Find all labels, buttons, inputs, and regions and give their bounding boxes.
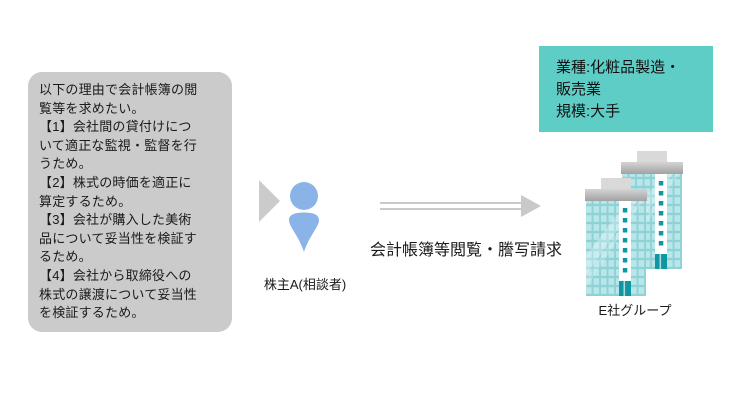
company-info-text: 業種:化粧品製造・ 販売業 規模:大手: [556, 59, 681, 120]
arrow-head-icon: [521, 195, 541, 217]
arrow-shaft: [380, 202, 522, 210]
buildings-icon: [585, 151, 683, 296]
company-label: E社グループ: [598, 303, 672, 318]
request-label: 会計帳簿等閲覧・謄写請求: [369, 242, 562, 259]
speech-bubble-tail: [259, 180, 280, 222]
request-arrow: [380, 195, 541, 217]
speech-bubble-text: 以下の理由で会計帳簿の閲 覧等を求めたい。 【1】会社間の貸付けにつ いて適正な…: [39, 82, 198, 321]
person-icon: [289, 182, 319, 252]
shareholder-label: 株主A(相談者): [263, 277, 347, 292]
company-info-box: 業種:化粧品製造・ 販売業 規模:大手: [539, 46, 713, 132]
shareholder-figure: [287, 182, 321, 252]
company-buildings: [585, 151, 683, 296]
speech-bubble: 以下の理由で会計帳簿の閲 覧等を求めたい。 【1】会社間の貸付けにつ いて適正な…: [28, 72, 280, 332]
